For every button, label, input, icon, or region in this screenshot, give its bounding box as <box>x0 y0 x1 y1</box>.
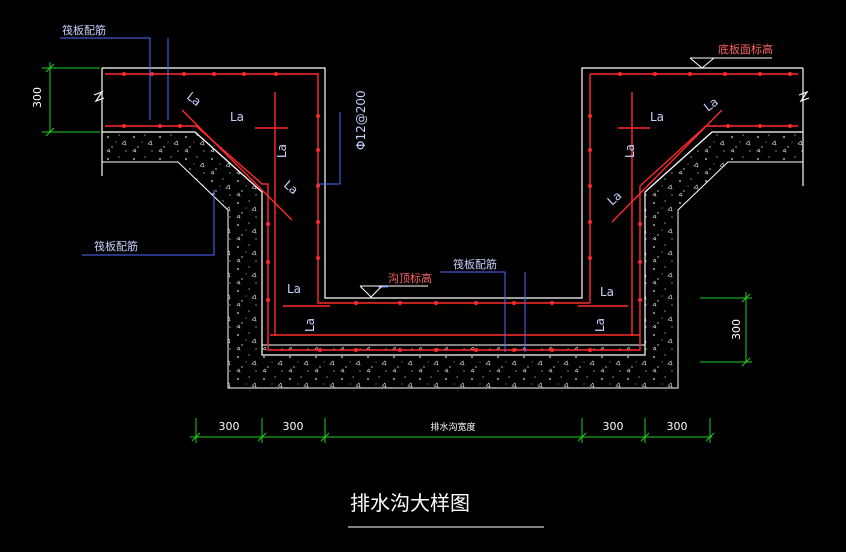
dim-right-height: 300 <box>730 319 743 340</box>
elevation-mark-trench <box>359 285 428 298</box>
rebar <box>105 73 798 351</box>
label-rebar-spec: Φ12@200 <box>354 90 368 150</box>
bottom-dimension-texts: 300 300 排水沟宽度 300 300 <box>219 420 688 433</box>
anchorage-labels: La La La La La La La La La La La La <box>184 89 721 332</box>
la-label: La <box>593 318 607 332</box>
la-label: La <box>605 188 625 208</box>
dim-text: 排水沟宽度 <box>430 421 475 433</box>
label-raft-rebar-mid: 筏板配筋 <box>453 257 497 271</box>
la-label: La <box>650 110 664 124</box>
dim-text: 300 <box>667 420 688 433</box>
dim-text: 300 <box>603 420 624 433</box>
dim-text: 300 <box>283 420 304 433</box>
label-bottom-elevation: 底板面标高 <box>718 42 773 56</box>
label-trench-top-elevation: 沟顶标高 <box>388 271 432 285</box>
dim-left-height: 300 <box>31 87 44 108</box>
la-label: La <box>623 144 637 158</box>
drawing-title: 排水沟大样图 <box>350 491 470 515</box>
la-label: La <box>184 89 204 109</box>
la-label: La <box>230 110 244 124</box>
label-raft-rebar-top: 筏板配筋 <box>62 23 106 37</box>
leader-lines <box>60 37 526 352</box>
dim-text: 300 <box>219 420 240 433</box>
elevation-mark-bottom <box>689 57 772 69</box>
label-raft-rebar-left: 筏板配筋 <box>94 239 138 253</box>
structure-outline <box>93 67 810 356</box>
la-label: La <box>287 282 301 296</box>
la-label: La <box>303 318 317 332</box>
la-label: La <box>281 178 301 198</box>
la-label: La <box>600 285 614 299</box>
dimension-lines <box>42 62 752 443</box>
la-label: La <box>275 144 289 158</box>
la-label: La <box>701 95 721 115</box>
rebar-dots <box>122 72 792 352</box>
